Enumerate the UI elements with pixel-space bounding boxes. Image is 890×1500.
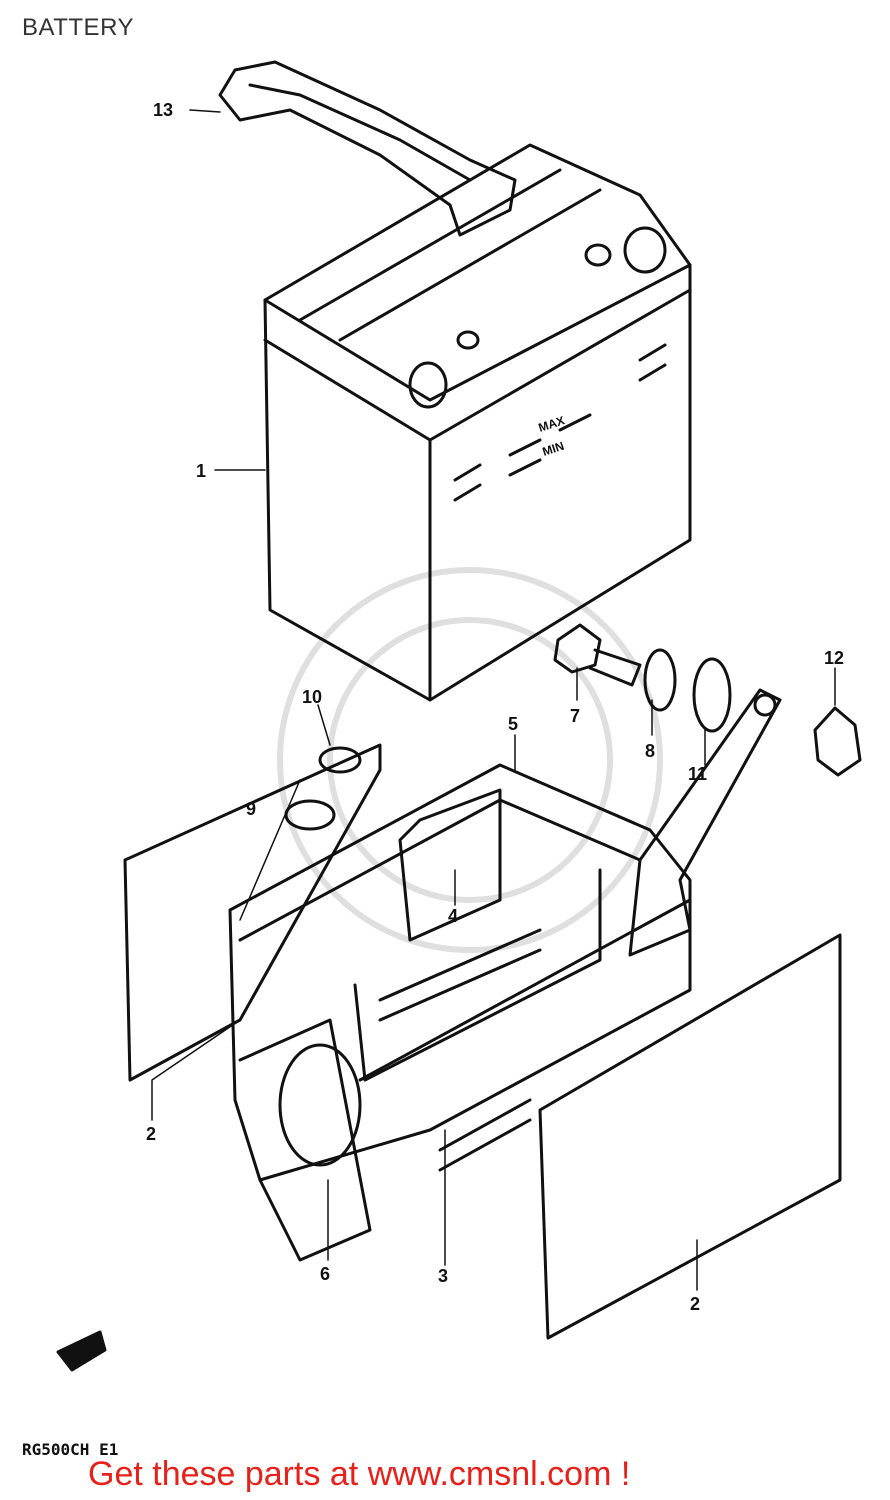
- callout-11: 11: [688, 764, 707, 784]
- lock-washer-part-11: [692, 657, 732, 733]
- washer-part-8: [643, 648, 677, 712]
- callout-9: 9: [246, 799, 256, 819]
- battery-tray: [228, 763, 692, 1262]
- callout-13: 13: [153, 100, 173, 120]
- callout-7: 7: [570, 706, 580, 726]
- callout-2-left: 2: [146, 1124, 156, 1144]
- leader-lines: [151, 109, 836, 1291]
- watermark: [277, 567, 663, 953]
- callout-1: 1: [196, 461, 206, 481]
- callout-8: 8: [645, 741, 655, 761]
- battery-strap-part-13: [218, 60, 517, 237]
- callout-3: 3: [438, 1266, 448, 1286]
- callout-12: 12: [824, 648, 844, 668]
- battery-part-1: [263, 143, 692, 702]
- callout-10: 10: [302, 687, 322, 707]
- callout-2-right: 2: [690, 1294, 700, 1314]
- callout-5: 5: [508, 714, 518, 734]
- callout-6: 6: [320, 1264, 330, 1284]
- promo-link[interactable]: Get these parts at www.cmsnl.com !: [88, 1455, 631, 1493]
- callout-4: 4: [448, 906, 458, 926]
- model-code: RG500CH E1: [22, 1440, 119, 1459]
- bolt-part-7: [553, 623, 642, 687]
- pad-right-part-2: [538, 933, 842, 1340]
- battery-bracket-part-8: [628, 688, 782, 957]
- nut-part-12: [813, 706, 862, 777]
- pad-left-part-2: [123, 743, 382, 1082]
- cushion-part-10: [318, 746, 362, 774]
- cushion-part-9: [284, 799, 336, 831]
- front-arrow: [56, 1330, 107, 1372]
- battery-min-marking: MIN: [541, 439, 566, 459]
- page-title: BATTERY: [22, 14, 134, 41]
- battery-max-marking: MAX: [537, 413, 567, 435]
